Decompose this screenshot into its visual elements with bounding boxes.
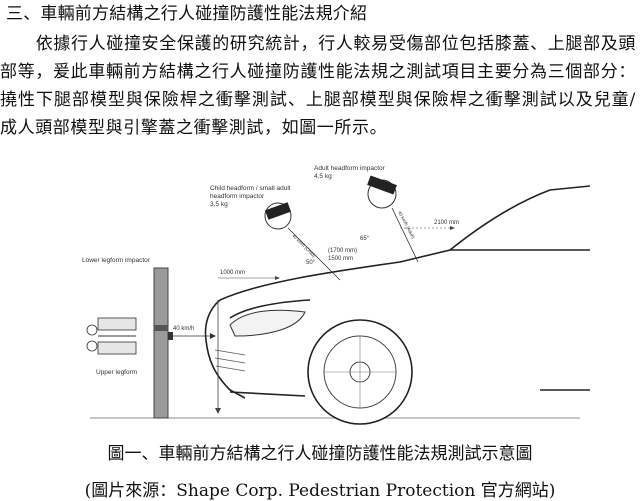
label-child-mass: 3,5 kg (210, 201, 228, 208)
label-dist-1500: 1500 mm (328, 256, 353, 262)
adult-headform (367, 175, 397, 209)
child-trajectory (287, 227, 341, 281)
label-child-speed: 40 km/h (Child) (291, 233, 316, 258)
adult-trajectory (391, 207, 419, 263)
pedestrian-test-diagram: Lower legform impactor Upper legform 40 … (82, 165, 590, 425)
lower-legform (153, 267, 173, 419)
figure-caption: 圖一、車輛前方結構之行人碰撞防護性能法規測試示意圖 (107, 444, 533, 464)
label-lower-legform: Lower legform impactor (82, 257, 151, 264)
figure-source: (圖片來源：Shape Corp. Pedestrian Protection … (84, 481, 556, 501)
distance-marker-1000 (218, 276, 280, 280)
label-dist-1000: 1000 mm (220, 270, 245, 276)
grille (214, 349, 246, 372)
distance-marker-2100 (400, 226, 455, 230)
label-speed-left: 40 km/h (173, 326, 194, 332)
upper-legform (86, 317, 137, 355)
front-wheel (307, 319, 413, 425)
label-child-impactor-1: Child headform / small adult (210, 185, 291, 192)
section-heading: 三、車輛前方結構之行人碰撞防護性能法規介紹 (6, 4, 368, 24)
label-adult-impactor: Adult headform impactor (314, 165, 386, 172)
label-angle-65: 65° (360, 236, 370, 242)
label-dist-1700: (1700 mm) (328, 248, 357, 254)
label-adult-mass: 4,5 kg (314, 173, 332, 180)
car-outline (204, 185, 590, 399)
label-upper-legform: Upper legform (96, 369, 137, 376)
headlight (229, 309, 306, 337)
child-headform (264, 202, 292, 230)
label-child-impactor-2: headform impactor (210, 193, 265, 200)
label-angle-50: 50° (306, 260, 316, 266)
body-paragraph: 依據行人碰撞安全保護的研究統計，行人較易受傷部位包括膝蓋、上腿部及頭部等，爰此車… (0, 34, 636, 138)
label-dist-2100: 2100 mm (434, 220, 459, 226)
